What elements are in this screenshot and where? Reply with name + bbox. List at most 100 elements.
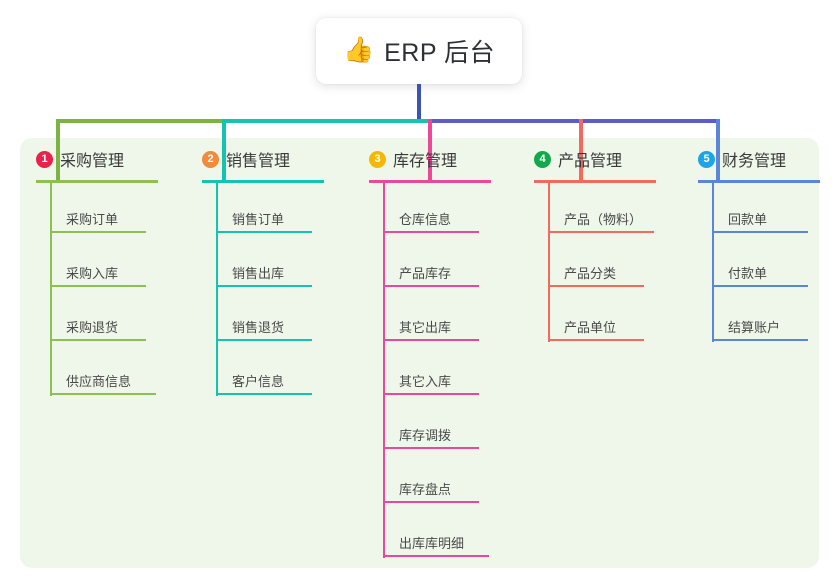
leaf-node[interactable]: 产品单位 xyxy=(548,320,644,341)
leaf-node[interactable]: 产品库存 xyxy=(383,266,479,287)
leaf-node-underline xyxy=(712,339,808,341)
root-node-label: ERP 后台 xyxy=(384,39,496,67)
leaf-node[interactable]: 采购订单 xyxy=(50,212,146,233)
leaf-node[interactable]: 出库库明细 xyxy=(383,536,489,557)
leaf-node-label: 付款单 xyxy=(728,266,768,281)
leaf-node-underline xyxy=(216,285,312,287)
drop-line-2 xyxy=(222,119,226,180)
branch-header-3[interactable]: 3 库存管理 xyxy=(355,146,515,172)
leaf-node[interactable]: 库存盘点 xyxy=(383,482,479,503)
branch-spine xyxy=(548,180,550,342)
leaf-node-underline xyxy=(712,285,808,287)
drop-line-3 xyxy=(428,119,432,180)
leaf-node-underline xyxy=(383,339,479,341)
branch-column-1: 1 采购管理采购订单采购入库采购退货供应商信息 xyxy=(22,146,182,396)
leaf-node[interactable]: 采购入库 xyxy=(50,266,146,287)
leaf-node[interactable]: 仓库信息 xyxy=(383,212,479,233)
leaf-node-underline xyxy=(548,285,644,287)
leaf-node-label: 产品单位 xyxy=(564,320,617,335)
branch-number-badge: 4 xyxy=(534,150,551,168)
branch-title-label: 采购管理 xyxy=(60,153,125,170)
branch-title-label: 销售管理 xyxy=(226,153,291,170)
leaf-node-label: 回款单 xyxy=(728,212,768,227)
leaf-node[interactable]: 采购退货 xyxy=(50,320,146,341)
branch-column-4: 4 产品管理产品（物料） 产品分类产品单位 xyxy=(520,146,680,342)
branch-header-1[interactable]: 1 采购管理 xyxy=(22,146,182,172)
leaf-node-label: 采购退货 xyxy=(66,320,119,335)
leaf-node[interactable]: 销售出库 xyxy=(216,266,312,287)
leaf-node-label: 供应商信息 xyxy=(66,374,132,389)
leaf-node[interactable]: 产品（物料） xyxy=(548,212,654,233)
leaf-node-underline xyxy=(383,285,479,287)
leaf-node[interactable]: 其它入库 xyxy=(383,374,479,395)
leaf-node-underline xyxy=(216,231,312,233)
drop-line-4 xyxy=(579,119,583,180)
leaf-node[interactable]: 结算账户 xyxy=(712,320,808,341)
branch-underline xyxy=(534,180,656,183)
branch-spine xyxy=(383,180,385,558)
leaf-node[interactable]: 回款单 xyxy=(712,212,808,233)
leaf-node-underline xyxy=(50,339,146,341)
leaf-node-underline xyxy=(383,231,479,233)
leaf-node-underline xyxy=(712,231,808,233)
leaf-node[interactable]: 客户信息 xyxy=(216,374,312,395)
leaf-node-label: 销售退货 xyxy=(232,320,285,335)
leaf-node[interactable]: 销售订单 xyxy=(216,212,312,233)
leaf-node-underline xyxy=(216,393,312,395)
branch-header-4[interactable]: 4 产品管理 xyxy=(520,146,680,172)
leaf-node[interactable]: 产品分类 xyxy=(548,266,644,287)
leaf-node-label: 其它入库 xyxy=(399,374,452,389)
leaf-node-label: 产品库存 xyxy=(399,266,452,281)
leaf-node-underline xyxy=(216,339,312,341)
leaf-node-underline xyxy=(50,285,146,287)
branch-underline xyxy=(369,180,491,183)
leaf-node-label: 采购订单 xyxy=(66,212,119,227)
leaf-node-label: 库存盘点 xyxy=(399,482,452,497)
bus-segment-2 xyxy=(222,119,432,123)
leaf-node-label: 客户信息 xyxy=(232,374,285,389)
leaf-node-underline xyxy=(383,555,489,557)
leaf-node[interactable]: 供应商信息 xyxy=(50,374,156,395)
branch-column-3: 3 库存管理仓库信息产品库存其它出库其它入库库存调拨库存盘点出库库明细 xyxy=(355,146,515,558)
leaf-node-label: 销售出库 xyxy=(232,266,285,281)
leaf-node-label: 结算账户 xyxy=(728,320,781,335)
leaf-node[interactable]: 销售退货 xyxy=(216,320,312,341)
branch-spine xyxy=(216,180,218,396)
leaf-node-underline xyxy=(50,393,156,395)
branch-underline xyxy=(36,180,158,183)
leaf-node-label: 产品分类 xyxy=(564,266,617,281)
branch-spine xyxy=(50,180,52,396)
thumbs-up-icon: 👍 xyxy=(342,35,375,64)
leaf-node-underline xyxy=(383,447,479,449)
leaf-node[interactable]: 付款单 xyxy=(712,266,808,287)
leaf-node-label: 产品（物料） xyxy=(564,212,643,227)
diagram-panel xyxy=(20,138,819,568)
branch-title-label: 产品管理 xyxy=(558,153,623,170)
bus-segment-1 xyxy=(56,119,226,123)
branch-number-badge: 5 xyxy=(698,150,715,168)
branch-spine xyxy=(712,180,714,342)
leaf-node-underline xyxy=(383,501,479,503)
leaf-node-label: 其它出库 xyxy=(399,320,452,335)
leaf-node-label: 出库库明细 xyxy=(399,536,465,551)
root-node-erp-backend[interactable]: 👍 ERP 后台 xyxy=(316,18,522,84)
bus-segment-3 xyxy=(428,119,720,123)
branch-underline xyxy=(698,180,820,183)
leaf-node-underline xyxy=(50,231,146,233)
drop-line-1 xyxy=(56,119,60,180)
leaf-node-label: 仓库信息 xyxy=(399,212,452,227)
leaf-node[interactable]: 库存调拨 xyxy=(383,428,479,449)
branch-number-badge: 1 xyxy=(36,150,53,168)
branch-number-badge: 3 xyxy=(369,150,386,168)
leaf-node-label: 库存调拨 xyxy=(399,428,452,443)
leaf-node-label: 销售订单 xyxy=(232,212,285,227)
leaf-node[interactable]: 其它出库 xyxy=(383,320,479,341)
branch-title-label: 库存管理 xyxy=(393,153,458,170)
branch-underline xyxy=(202,180,324,183)
leaf-node-underline xyxy=(383,393,479,395)
